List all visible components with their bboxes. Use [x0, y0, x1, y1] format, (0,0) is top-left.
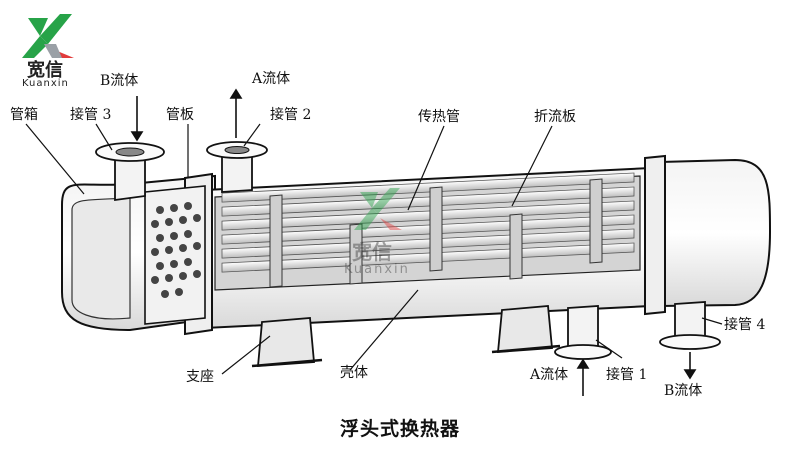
brand-watermark — [354, 188, 402, 230]
label-fluid-b-top: B流体 — [100, 73, 139, 89]
heat-tube-bundle — [221, 172, 635, 273]
support-right — [491, 305, 561, 354]
label-nozzle-2: 接管 2 — [270, 107, 312, 123]
nozzle-2-part — [206, 141, 268, 193]
label-fluid-b-bottom: B流体 — [664, 383, 703, 399]
label-baffle: 折流板 — [534, 109, 576, 125]
label-tube-box: 管箱 — [10, 107, 38, 123]
support-left — [251, 317, 323, 368]
label-fluid-a-top: A流体 — [252, 71, 291, 87]
flow-arrows — [130, 88, 697, 396]
label-nozzle-1: 接管 1 — [606, 367, 648, 383]
label-fluid-a-bottom: A流体 — [530, 367, 569, 383]
nozzle-4-part — [659, 301, 721, 350]
nozzle-3-part — [95, 142, 165, 202]
brand-logo-mark — [22, 14, 74, 58]
label-shell: 壳体 — [340, 365, 368, 381]
brand-name-cn: 宽信 — [27, 60, 63, 81]
tube-sheet — [144, 185, 206, 325]
leader-lines — [25, 123, 723, 375]
label-heat-tubes: 传热管 — [418, 109, 460, 125]
label-nozzle-4: 接管 4 — [724, 317, 766, 333]
brand-name-en: Kuanxin — [22, 78, 69, 89]
nozzle-1-part — [554, 305, 612, 360]
label-nozzle-3: 接管 3 — [70, 107, 112, 123]
diagram-caption: 浮头式换热器 — [339, 418, 460, 440]
watermark-name-cn: 宽信 — [352, 240, 392, 264]
watermark-name-en: Kuanxin — [344, 262, 410, 277]
label-tube-sheet: 管板 — [166, 107, 194, 123]
baffle-plates — [269, 178, 603, 288]
label-support: 支座 — [186, 369, 214, 385]
